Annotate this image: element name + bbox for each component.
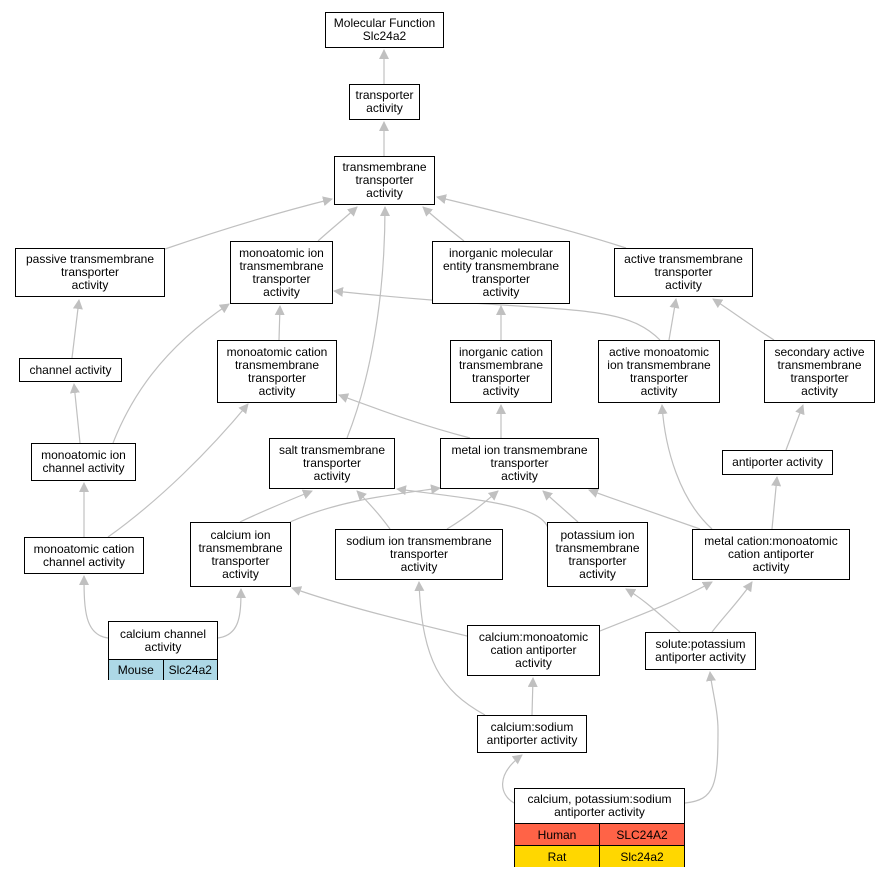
edge-metalion-to-cationtmt [338, 393, 471, 439]
node-active-transmembrane-transporter-activity[interactable]: active transmembrane transporter activit… [614, 248, 753, 297]
node-label: transmembrane transporter activity [342, 160, 427, 200]
edge-sodiumion-to-metalion [446, 490, 499, 530]
node-metal-ion-transmembrane-transporter-activity[interactable]: metal ion transmembrane transporter acti… [440, 438, 599, 489]
node-monoatomic-ion-transmembrane-transporter-activity[interactable]: monoatomic ion transmembrane transporter… [230, 241, 333, 304]
edge-calciummonoanti-to-calciumion [291, 586, 468, 637]
node-label: solute:potassium antiporter activity [655, 637, 746, 664]
edge-cakna-to-solutek [684, 671, 719, 804]
edge-activeion-to-activetmt [668, 298, 680, 341]
edge-calciumion-to-metalion [289, 484, 441, 523]
node-label: monoatomic cation transmembrane transpor… [226, 344, 328, 398]
node-metal-cation-monoatomic-cation-antiporter-activity[interactable]: metal cation:monoatomic cation antiporte… [692, 529, 850, 580]
node-label: inorganic molecular entity transmembrane… [442, 245, 560, 299]
node-monoatomic-ion-channel-activity[interactable]: monoatomic ion channel activity [31, 443, 136, 481]
gene-cell: SLC24A2 [599, 824, 684, 845]
node-label: calcium ion transmembrane transporter ac… [198, 527, 283, 581]
gene-cell: Slc24a2 [599, 846, 684, 867]
node-monoatomic-cation-channel-activity[interactable]: monoatomic cation channel activity [24, 537, 144, 574]
edge-solutek-to-metalcationanti [711, 581, 753, 633]
edge-cana-to-calciummonoanti [527, 677, 538, 716]
node-label: monoatomic ion channel activity [41, 448, 126, 475]
node-label: monoatomic ion transmembrane transporter… [239, 245, 324, 299]
edge-inorgmol-to-tmt [422, 206, 465, 242]
edge-sodiumion-to-salt [356, 490, 391, 530]
node-label: Molecular Function Slc24a2 [333, 16, 436, 43]
node-label: sodium ion transmembrane transporter act… [346, 534, 492, 574]
node-sodium-ion-transmembrane-transporter-activity[interactable]: sodium ion transmembrane transporter act… [335, 529, 503, 580]
edge-secondary-to-activetmt [712, 298, 775, 341]
node-potassium-ion-transmembrane-transporter-activity[interactable]: potassium ion transmembrane transporter … [547, 522, 648, 587]
node-label: calcium:monoatomic cation antiporter act… [478, 630, 589, 670]
edge-metalcationanti-to-activeion [657, 404, 713, 530]
node-label: active monoatomic ion transmembrane tran… [607, 344, 711, 398]
node-inorganic-molecular-entity-transmembrane-transporter-activity[interactable]: inorganic molecular entity transmembrane… [432, 241, 570, 304]
node-calcium-potassium-sodium-antiporter-activity[interactable]: calcium, potassium:sodium antiporter act… [514, 788, 685, 867]
edge-metalcationanti-to-antiporter [771, 476, 782, 530]
node-transporter-activity[interactable]: transporter activity [349, 84, 420, 120]
species-row-human: Human SLC24A2 [515, 823, 684, 845]
node-inorganic-cation-transmembrane-transporter-activity[interactable]: inorganic cation transmembrane transport… [450, 340, 552, 403]
edge-potassiumion-to-salt [396, 485, 549, 529]
edge-calciumchannel-to-calciumion [217, 588, 246, 639]
edge-solutek-to-potassiumion [625, 588, 681, 633]
node-active-monoatomic-ion-transmembrane-transporter-activity[interactable]: active monoatomic ion transmembrane tran… [598, 340, 720, 403]
edge-calciumchannel-to-cationchannel [79, 575, 109, 639]
node-passive-transmembrane-transporter-activity[interactable]: passive transmembrane transporter activi… [15, 248, 165, 297]
node-label: passive transmembrane transporter activi… [25, 252, 155, 292]
edge-activetmt-to-tmt [436, 194, 627, 249]
gene-cell: Slc24a2 [162, 660, 218, 680]
node-label: inorganic cation transmembrane transport… [458, 344, 544, 398]
edge-calciummonoanti-to-metalcationanti [599, 581, 713, 632]
edge-cationchannel-to-cationtmt [107, 403, 249, 538]
edge-antiporter-to-secondary [785, 404, 805, 451]
edge-cakna-to-cana [502, 754, 523, 804]
edge-channel-to-passive [71, 299, 83, 359]
edge-potassiumion-to-metalion [542, 490, 579, 523]
species-cell: Rat [547, 849, 567, 864]
node-channel-activity[interactable]: channel activity [19, 358, 122, 382]
edge-calciumion-to-salt [239, 489, 313, 523]
node-label: metal cation:monoatomic cation antiporte… [704, 534, 838, 574]
species-cell: Human [537, 827, 577, 842]
edge-ionchannel-to-iontmt [112, 303, 230, 444]
node-salt-transmembrane-transporter-activity[interactable]: salt transmembrane transporter activity [269, 438, 395, 489]
node-label: potassium ion transmembrane transporter … [555, 527, 640, 581]
node-monoatomic-cation-transmembrane-transporter-activity[interactable]: monoatomic cation transmembrane transpor… [217, 340, 337, 403]
node-label: calcium channel activity [119, 626, 207, 654]
edge-activeion-to-iontmt [333, 286, 661, 341]
edge-metalcationanti-to-metalion [588, 488, 701, 530]
species-row-mouse: Mouse Slc24a2 [109, 659, 217, 680]
node-calcium-ion-transmembrane-transporter-activity[interactable]: calcium ion transmembrane transporter ac… [190, 522, 291, 587]
edge-ionchannel-to-channel [69, 383, 81, 444]
node-label: antiporter activity [732, 455, 823, 469]
node-solute-potassium-antiporter-activity[interactable]: solute:potassium antiporter activity [645, 632, 756, 670]
species-cell: Mouse [117, 663, 154, 677]
edge-cana-to-sodiumion [414, 581, 486, 716]
node-label: calcium:sodium antiporter activity [486, 720, 578, 747]
node-label: transporter activity [355, 88, 414, 115]
edge-iontmt-to-tmt [317, 206, 358, 242]
edge-cationtmt-to-iontmt [274, 305, 285, 341]
edge-passive-to-tmt [164, 196, 333, 250]
node-antiporter-activity[interactable]: antiporter activity [722, 450, 833, 475]
node-label: monoatomic cation channel activity [33, 541, 135, 569]
node-calcium-sodium-antiporter-activity[interactable]: calcium:sodium antiporter activity [477, 715, 587, 753]
edge-salt-to-tmt [346, 206, 390, 439]
node-label: salt transmembrane transporter activity [278, 443, 386, 483]
node-label: secondary active transmembrane transport… [774, 344, 865, 398]
node-secondary-active-transmembrane-transporter-activity[interactable]: secondary active transmembrane transport… [764, 340, 875, 403]
node-label: active transmembrane transporter activit… [624, 252, 743, 292]
node-label: channel activity [29, 362, 112, 377]
node-label: calcium, potassium:sodium antiporter act… [527, 792, 672, 819]
node-calcium-channel-activity[interactable]: calcium channel activity Mouse Slc24a2 [108, 621, 218, 680]
species-row-rat: Rat Slc24a2 [515, 845, 684, 867]
node-transmembrane-transporter-activity[interactable]: transmembrane transporter activity [334, 156, 435, 205]
node-calcium-monoatomic-cation-antiporter-activity[interactable]: calcium:monoatomic cation antiporter act… [467, 625, 600, 676]
node-label: metal ion transmembrane transporter acti… [451, 443, 588, 483]
node-molecular-function[interactable]: Molecular Function Slc24a2 [325, 12, 444, 48]
